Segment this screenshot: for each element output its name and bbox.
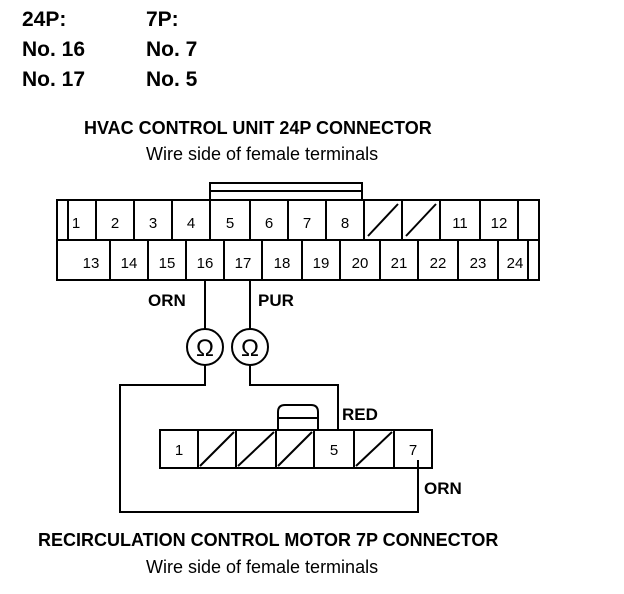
wire-label-orn-top: ORN [148,291,186,310]
motor-connector-title: RECIRCULATION CONTROL MOTOR 7P CONNECTOR [38,530,499,550]
motor-connector-subtitle: Wire side of female terminals [146,557,379,577]
motor-pin-label: 1 [175,442,183,459]
hvac-pin-label: 21 [391,255,408,272]
motor-empty-cavity-3 [237,431,275,467]
hvac-pin-label: 8 [341,215,349,232]
pin-table-cell: No. 5 [146,68,198,91]
pin-table-cell: No. 17 [22,68,86,91]
hvac-pin-label: 19 [313,255,330,272]
pin-table-header-24p: 24P: [22,8,67,31]
ohm-symbol-right: Ω [241,335,259,362]
hvac-pin-label: 24 [507,255,524,272]
hvac-pin-label: 4 [187,215,195,232]
hvac-pin-label: 2 [111,215,119,232]
motor-pin-label: 7 [409,442,417,459]
pin-table-header-7p: 7P: [146,8,179,31]
hvac-pin-label: 17 [235,255,252,272]
motor-pin-label: 5 [330,442,338,459]
hvac-connector-body [56,182,540,281]
hvac-empty-cavity-9 [367,203,399,237]
hvac-pin-label: 18 [274,255,291,272]
hvac-empty-cavity-10 [405,203,437,237]
hvac-pin-label: 14 [121,255,138,272]
hvac-pin-label: 15 [159,255,176,272]
hvac-pin-label: 6 [265,215,273,232]
wire-label-red: RED [342,405,378,424]
hvac-pin-label: 1 [72,215,80,232]
orn-lead-loop [119,365,419,513]
motor-pin-labels: 1 5 7 [175,442,417,459]
pin-table-cell: No. 7 [146,38,198,61]
hvac-connector-title: HVAC CONTROL UNIT 24P CONNECTOR [84,118,432,138]
hvac-pin-label: 11 [452,215,468,232]
motor-connector-outline [159,429,433,469]
hvac-pin-label: 7 [303,215,311,232]
motor-empty-cavity-6 [355,431,393,467]
hvac-connector-subtitle: Wire side of female terminals [146,144,379,164]
hvac-pin-label: 5 [226,215,234,232]
hvac-pin-label: 13 [83,255,100,272]
hvac-bottom-row-labels: 13 14 15 16 17 18 19 20 21 22 23 24 [83,255,524,272]
motor-empty-cavity-4 [277,431,313,467]
hvac-pin-label: 22 [430,255,447,272]
motor-empty-cavity-2 [199,431,235,467]
hvac-pin-label: 3 [149,215,157,232]
test-leads [119,280,419,513]
wire-label-pur: PUR [258,291,294,310]
motor-latch [277,404,319,430]
ohm-symbol-left: Ω [196,335,214,362]
hvac-pin-label: 23 [470,255,487,272]
hvac-top-row-labels: 1 2 3 4 5 6 7 8 11 12 [72,215,508,232]
hvac-pin-label: 12 [491,215,508,232]
hvac-pin-label: 20 [352,255,369,272]
hvac-pin-label: 16 [197,255,214,272]
wire-label-orn-bottom: ORN [424,479,462,498]
pur-lead-to-pin5 [249,365,339,430]
pin-table-cell: No. 16 [22,38,86,61]
motor-connector-body [159,404,433,469]
